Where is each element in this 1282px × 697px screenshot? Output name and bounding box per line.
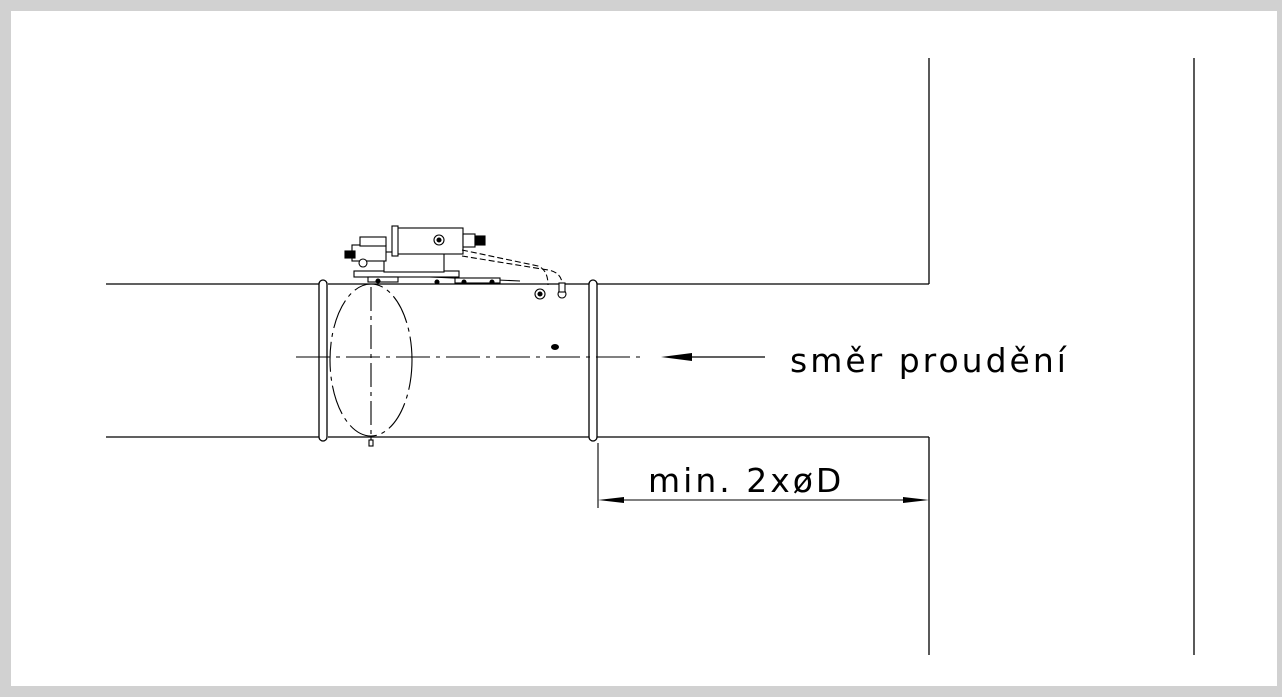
actuator-base-plate-lower: [367, 276, 399, 283]
actuator-housing-cap: [391, 225, 399, 257]
lever-block: [351, 244, 387, 262]
actuator-housing: [392, 227, 464, 255]
base-bolt-1: [375, 278, 381, 284]
actuator-knob-inner: [436, 237, 442, 243]
pressure-port-left-inner: [537, 291, 543, 297]
dimension-arrow-left: [598, 497, 624, 503]
flow-direction-label: směr proudění: [790, 341, 1069, 380]
cable-gland: [462, 233, 476, 248]
base-bolt-2: [434, 279, 440, 285]
flow-arrow-head: [661, 353, 692, 361]
pressure-tubing-2: [461, 255, 563, 283]
pressure-port-right-stem: [558, 282, 566, 293]
actuator-assembly: [344, 225, 567, 300]
lever-bolt: [358, 258, 368, 268]
base-bolt-3: [461, 279, 467, 285]
min-distance-label: min. 2xøD: [648, 461, 844, 500]
drawing-frame: [32, 32, 1260, 670]
inspection-hole: [551, 344, 559, 350]
left-flange: [318, 279, 328, 442]
pressure-tubing: [461, 249, 549, 286]
damper-blade-ellipse: [329, 283, 413, 437]
branch-duct: [928, 58, 1195, 655]
right-flange: [588, 279, 598, 442]
duct: [106, 283, 929, 438]
distance-dimension: [597, 443, 929, 508]
lever-top: [359, 236, 387, 247]
drawing-sheet: [11, 11, 1277, 686]
blade-pin-tip: [368, 439, 374, 447]
lever-handle: [344, 250, 356, 259]
mount-foot: [454, 277, 501, 284]
dimension-arrow-right: [903, 497, 929, 503]
damper-flanges: [318, 279, 598, 442]
base-bolt-4: [489, 279, 495, 285]
cable-gland-end: [474, 235, 486, 246]
flow-arrow: [661, 353, 765, 361]
damper-blade: [329, 283, 413, 447]
